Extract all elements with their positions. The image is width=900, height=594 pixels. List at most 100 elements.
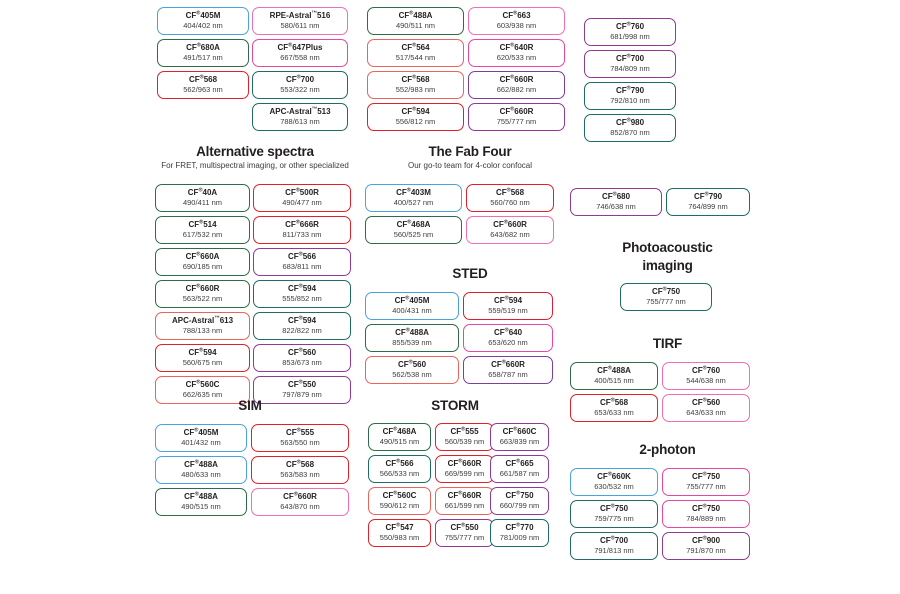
dye-wavelengths: 556/812 nm <box>395 116 436 126</box>
trademark-symbol: ® <box>194 427 199 434</box>
dye-wavelengths: 490/477 nm <box>282 197 322 207</box>
dye-name: CF®568 <box>599 397 629 408</box>
dye-name: CF®468A <box>382 426 417 437</box>
dye-name: CF®660C <box>502 426 537 437</box>
trademark-symbol: ® <box>295 187 300 194</box>
dye-name: CF®488A <box>395 327 429 338</box>
dye-name: CF®750 <box>691 503 721 514</box>
dye-wavelengths: 784/809 nm <box>610 63 650 73</box>
dye-wavelengths: 791/813 nm <box>594 545 634 555</box>
dye-name: CF®663 <box>502 10 531 21</box>
dye-name: CF®594 <box>188 347 217 358</box>
dye-name: CF®594 <box>401 106 430 117</box>
dye-name: CF®900 <box>691 535 721 546</box>
dye-wavelengths: 788/133 nm <box>182 325 223 335</box>
section-title-storm: STORM <box>431 398 479 413</box>
trademark-symbol: ® <box>196 251 201 258</box>
dye-wavelengths: 562/538 nm <box>392 369 432 379</box>
dye-name: CF®568 <box>285 459 315 470</box>
dye-name: CF®566 <box>385 458 414 469</box>
dye-wavelengths: 490/511 nm <box>395 20 436 30</box>
dye-wavelengths: 580/611 nm <box>280 20 320 30</box>
trademark-symbol: ® <box>412 42 417 49</box>
